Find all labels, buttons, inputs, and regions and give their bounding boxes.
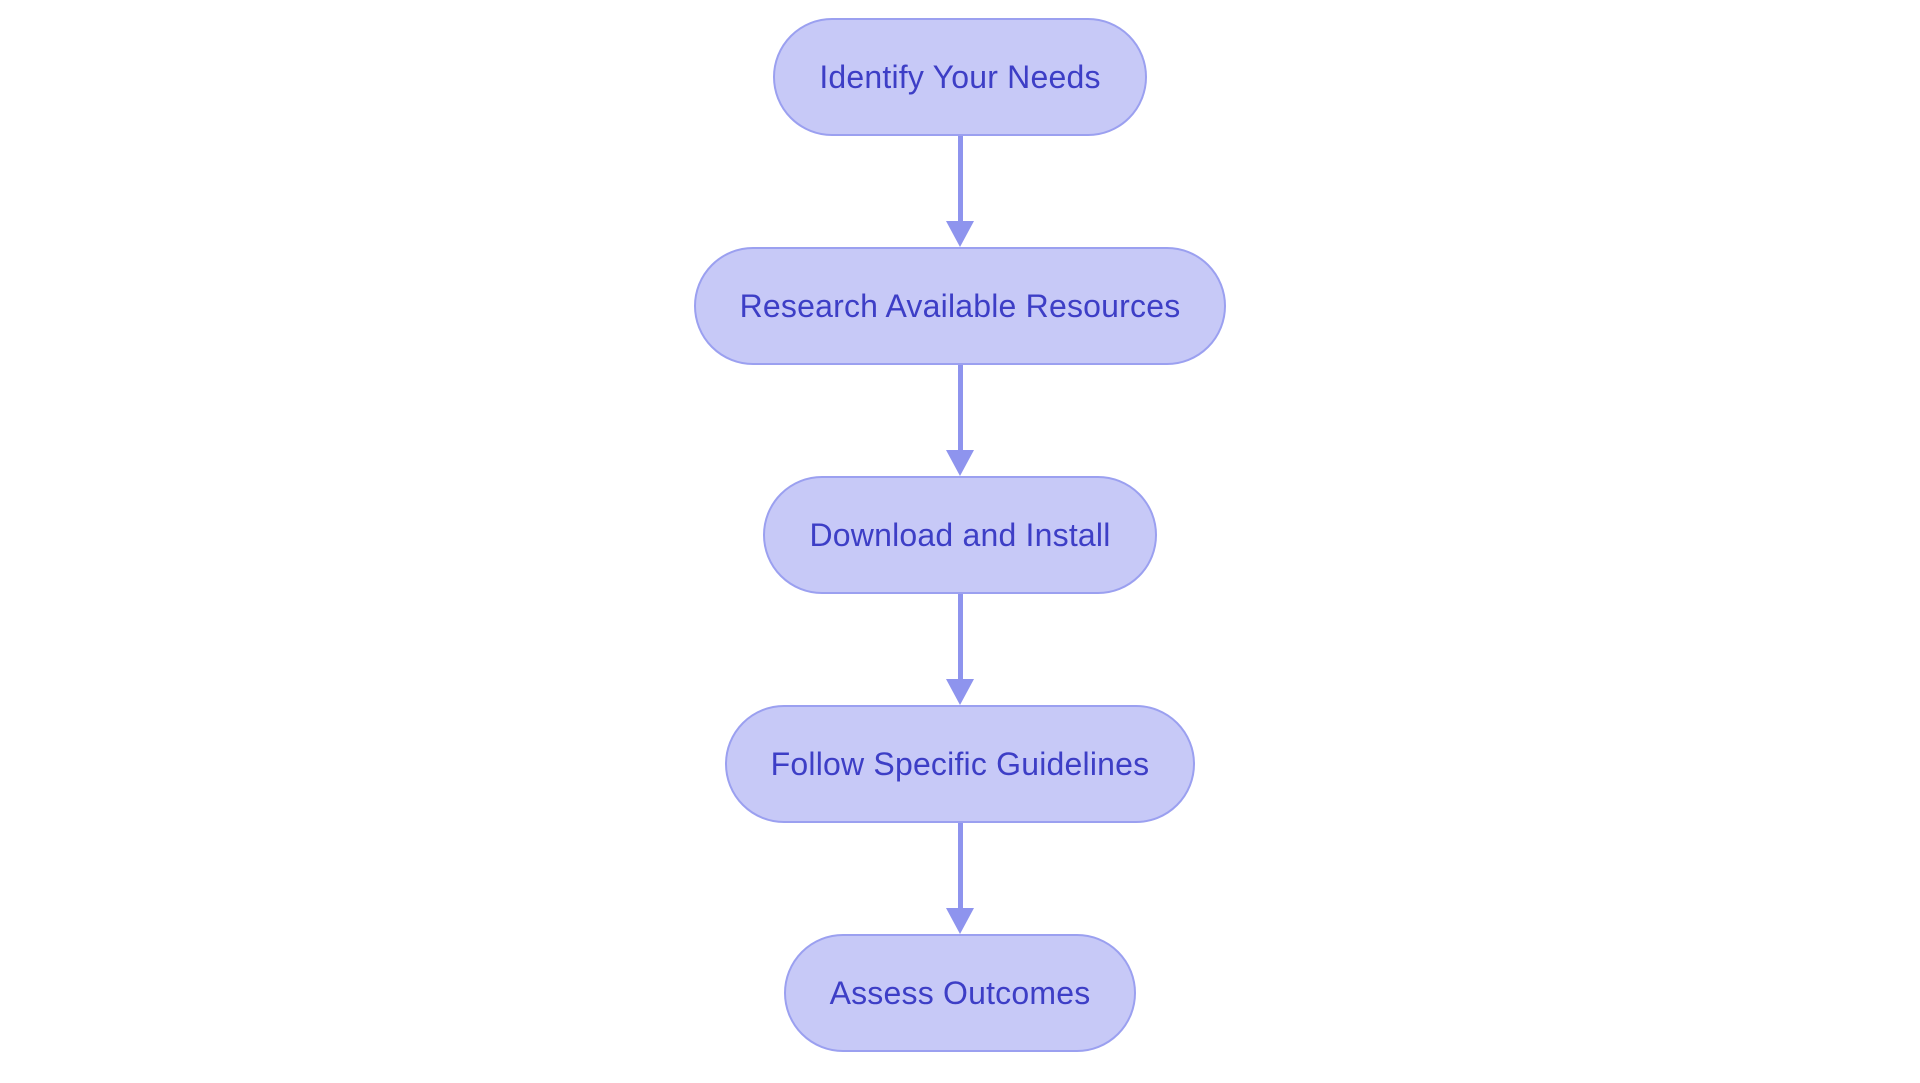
flow-arrow-2 xyxy=(946,365,974,476)
flow-node-label: Identify Your Needs xyxy=(819,58,1101,95)
arrow-down-icon xyxy=(946,679,974,705)
flow-node-identify-your-needs[interactable]: Identify Your Needs xyxy=(773,18,1147,136)
arrow-shaft xyxy=(957,365,963,450)
flow-node-label: Follow Specific Guidelines xyxy=(770,745,1150,782)
flow-node-assess-outcomes[interactable]: Assess Outcomes xyxy=(783,934,1137,1052)
flow-node-download-and-install[interactable]: Download and Install xyxy=(763,476,1157,594)
arrow-down-icon xyxy=(946,221,974,247)
arrow-shaft xyxy=(957,594,963,679)
arrow-down-icon xyxy=(946,908,974,934)
flow-arrow-3 xyxy=(946,594,974,705)
flow-node-research-available-resources[interactable]: Research Available Resources xyxy=(693,247,1227,365)
arrow-shaft xyxy=(957,136,963,221)
flow-node-label: Download and Install xyxy=(809,516,1111,553)
arrow-shaft xyxy=(957,823,963,908)
flow-node-follow-specific-guidelines[interactable]: Follow Specific Guidelines xyxy=(724,705,1196,823)
flow-arrow-1 xyxy=(946,136,974,247)
arrow-down-icon xyxy=(946,450,974,476)
flow-arrow-4 xyxy=(946,823,974,934)
flow-node-label: Research Available Resources xyxy=(739,287,1181,324)
flow-node-label: Assess Outcomes xyxy=(829,974,1091,1011)
